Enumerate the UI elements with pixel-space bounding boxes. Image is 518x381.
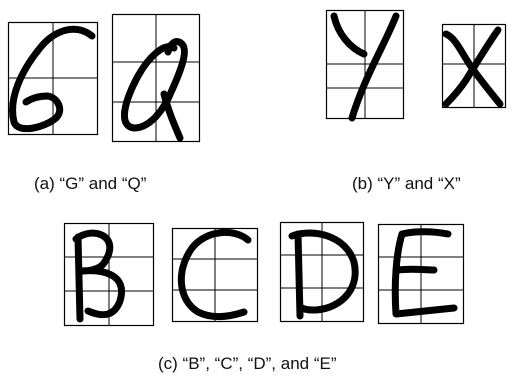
letter-y-main-stroke	[348, 12, 400, 122]
letter-e-middle-bar	[394, 265, 438, 274]
letter-x-stroke-2	[442, 26, 502, 108]
caption-panel-b: (b) “Y” and “X”	[352, 174, 461, 193]
letter-image-d	[279, 221, 365, 323]
letter-image-e	[377, 223, 465, 325]
letter-b-spine	[74, 233, 84, 323]
letter-q-drawing	[111, 13, 201, 143]
letter-b-drawing	[63, 222, 155, 327]
letter-d-bowl	[288, 229, 359, 314]
letter-e-drawing	[377, 223, 465, 325]
letter-y-left-arm	[330, 12, 368, 58]
letter-image-q	[111, 13, 201, 143]
letter-d-drawing	[279, 221, 365, 323]
letter-image-g	[7, 21, 99, 136]
letter-image-b	[63, 222, 155, 327]
caption-panel-a: (a) “G” and “Q”	[34, 174, 147, 193]
letter-y-drawing	[325, 9, 405, 122]
letter-c-stroke	[177, 228, 252, 321]
letter-image-y	[325, 9, 405, 122]
caption-panel-c: (c) “B”, “C”, “D”, and “E”	[158, 354, 337, 373]
letter-q-bowl	[120, 38, 188, 132]
letter-b-bowls	[72, 229, 126, 319]
letter-image-c	[171, 227, 259, 323]
letter-x-drawing	[441, 23, 507, 109]
letter-image-x	[441, 23, 507, 109]
letter-g-stroke	[9, 25, 96, 133]
letter-g-drawing	[7, 21, 99, 136]
letter-c-drawing	[171, 227, 259, 323]
letter-q-tail	[160, 90, 184, 142]
letter-d-spine	[294, 230, 304, 320]
